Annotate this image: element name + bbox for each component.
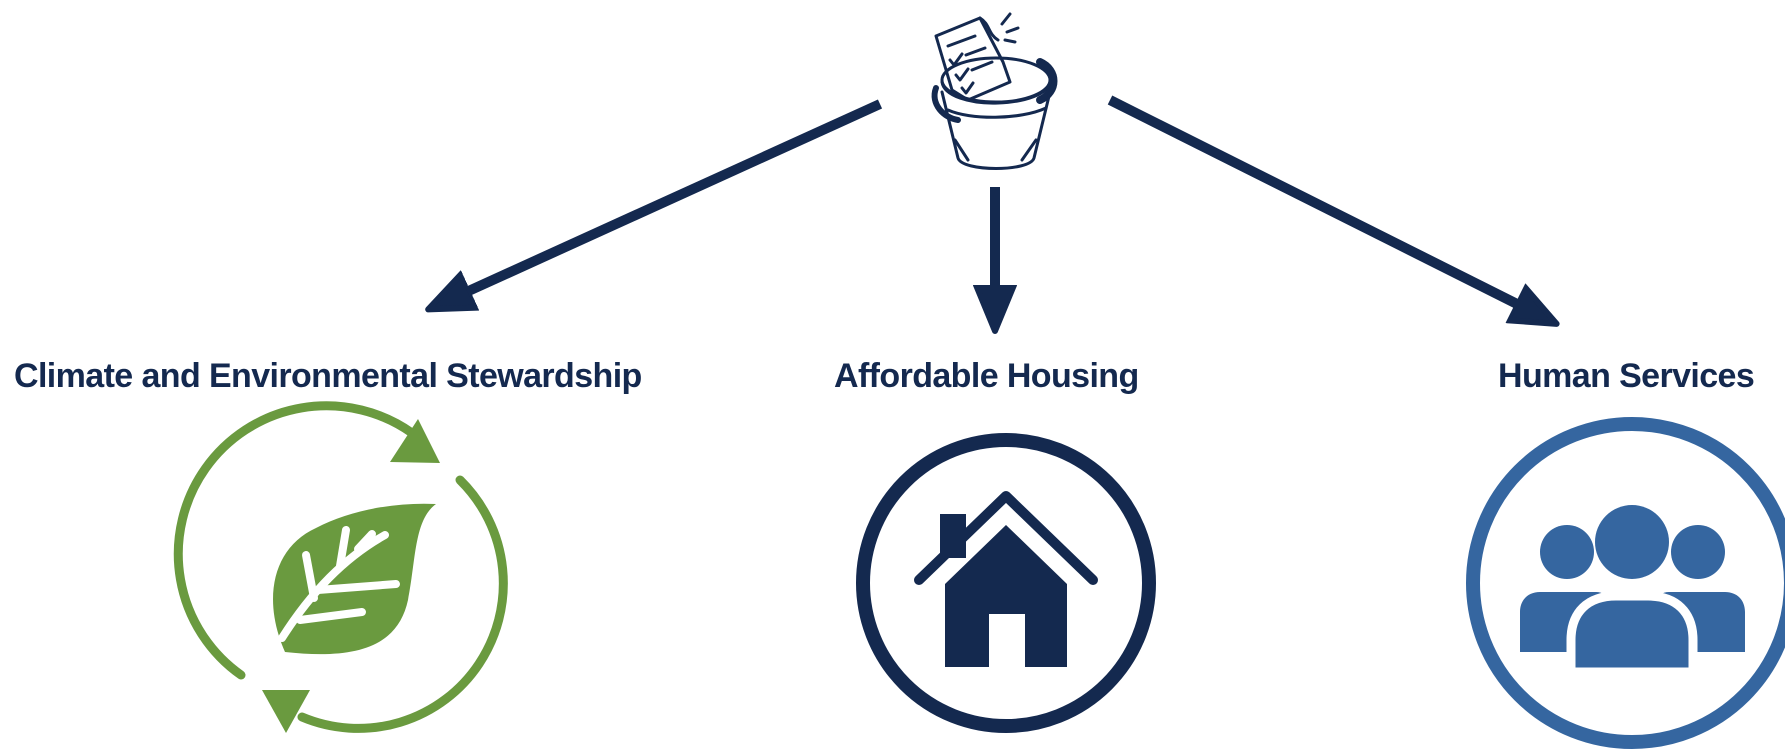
category-label-housing: Affordable Housing: [834, 357, 1139, 395]
bucket-checklist-icon: [931, 12, 1058, 170]
category-label-climate: Climate and Environmental Stewardship: [14, 357, 642, 395]
house-icon: [856, 433, 1156, 733]
people-group-icon: [1466, 417, 1785, 749]
leaf-recycle-icon: [173, 401, 508, 733]
arrow-to-climate: [440, 99, 883, 304]
category-label-human: Human Services: [1498, 357, 1755, 395]
arrow-to-human: [1107, 95, 1545, 318]
